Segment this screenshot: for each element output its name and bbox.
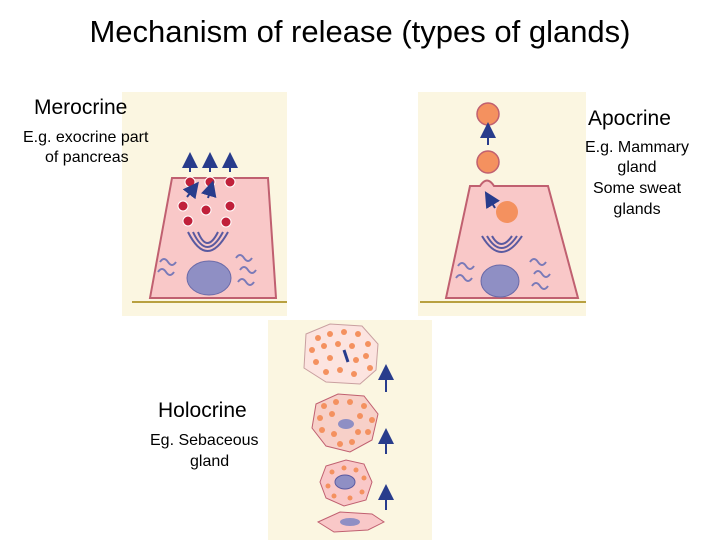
apocrine-example-line1: E.g. Mammary: [584, 139, 689, 156]
endoplasmic-reticulum: [157, 254, 257, 286]
apocrine-example-line3: Some sweat: [592, 180, 682, 197]
nucleus: [480, 264, 520, 298]
nucleus: [186, 260, 232, 296]
release-arrows: [480, 122, 500, 209]
page-title: Mechanism of release (types of glands): [89, 14, 631, 49]
merocrine-example-line1: E.g. exocrine part: [23, 129, 149, 146]
pyknotic-nucleus: [342, 349, 350, 363]
merocrine-heading: Merocrine: [34, 96, 128, 119]
holocrine-example-line2: gland: [190, 453, 230, 470]
budding-droplet: [476, 150, 500, 174]
lipid-droplets: [309, 329, 375, 501]
cytoplasmic-droplet: [496, 201, 518, 223]
holocrine-example-line1: Eg. Sebaceous: [150, 432, 259, 449]
holocrine-cells: [303, 323, 394, 533]
golgi-apparatus: [481, 235, 523, 253]
merocrine-cell: [132, 152, 287, 303]
golgi-apparatus: [187, 231, 229, 252]
apocrine-example-line4: glands: [613, 201, 661, 218]
endoplasmic-reticulum: [455, 258, 551, 290]
released-droplet: [476, 102, 500, 126]
merocrine-example-line2: of pancreas: [45, 149, 129, 166]
apocrine-example-line2: gland: [617, 159, 657, 176]
secretion-arrows: [182, 152, 238, 200]
holocrine-heading: Holocrine: [158, 399, 247, 422]
apocrine-cell: [420, 102, 586, 303]
apocrine-heading: Apocrine: [588, 107, 671, 130]
